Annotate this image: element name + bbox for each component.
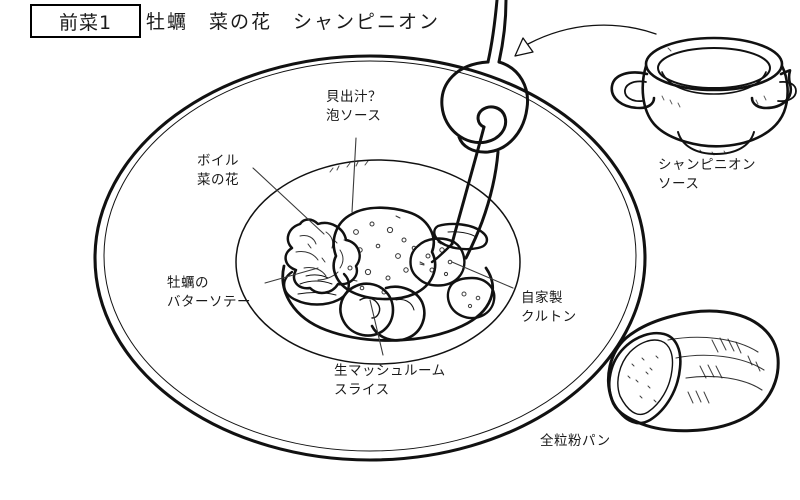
rim-sketch-ticks xyxy=(329,160,369,173)
serving-plate xyxy=(93,54,647,462)
leader-raw-mushroom xyxy=(369,299,384,356)
course-label-box: 前菜1 xyxy=(30,4,141,38)
label-boiled-greens: ボイル 菜の花 xyxy=(197,153,239,188)
dish-name: 牡蠣 菜の花 シャンピニオン xyxy=(146,11,441,33)
label-raw-mushroom: 生マッシュルーム スライス xyxy=(334,363,446,398)
two-handled-sauce-bowl xyxy=(610,36,797,156)
leader-oyster-saute xyxy=(264,267,319,284)
label-foam-sauce: 貝出汁？ 泡ソース xyxy=(326,89,382,124)
sauce-pour-stream xyxy=(430,0,530,264)
boiled-greens xyxy=(284,218,361,295)
homemade-croutons xyxy=(409,222,496,320)
course-label-text: 前菜1 xyxy=(58,11,113,34)
label-champignon-sauce: シャンピニオン ソース xyxy=(658,157,756,192)
leader-boiled-greens xyxy=(252,167,325,235)
raw-mushroom-slices xyxy=(339,282,426,342)
food-composition xyxy=(281,206,496,342)
wholegrain-bread-roll xyxy=(607,309,780,433)
leader-crouton xyxy=(451,261,514,289)
label-wholegrain-bread: 全粒粉パン xyxy=(540,433,611,449)
oyster-saute xyxy=(283,270,350,306)
leader-foam-sauce xyxy=(351,137,357,213)
leader-lines xyxy=(252,137,514,356)
label-homemade-crouton: 自家製 クルトン xyxy=(521,290,577,325)
label-oyster-saute: 牡蠣の バターソテー xyxy=(167,275,251,310)
pour-direction-arrow xyxy=(514,24,657,57)
